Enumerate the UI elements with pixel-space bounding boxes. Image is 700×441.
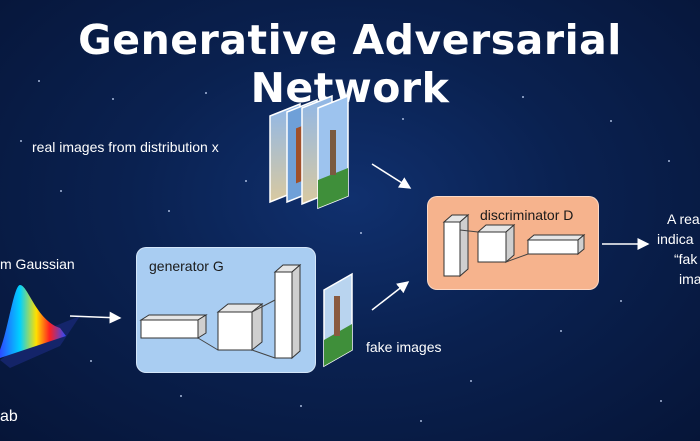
gaussian-distribution [0, 285, 80, 368]
arrow-fake-to-disc [371, 281, 410, 311]
arrow-noise-to-gen [69, 311, 122, 324]
output-label-line4: ima [679, 271, 700, 287]
fake-image [323, 272, 353, 368]
arrow-real-to-disc [371, 163, 412, 189]
output-label-line3: “fak [674, 251, 698, 267]
fake-images-label: fake images [366, 339, 442, 355]
gaussian-label: m Gaussian [0, 256, 75, 272]
discriminator-layers [442, 213, 586, 278]
output-label-line2: indica [657, 231, 694, 247]
discriminator-label: discriminator D [480, 207, 574, 223]
real-images-stack [269, 94, 349, 210]
corner-label: ab [0, 408, 18, 425]
page-title: Generative Adversarial Network [78, 16, 622, 112]
generator-layers [139, 263, 302, 360]
output-label-line1: A rea [667, 211, 700, 227]
generator-label: generator G [149, 258, 224, 274]
real-images-label: real images from distribution x [32, 139, 219, 155]
